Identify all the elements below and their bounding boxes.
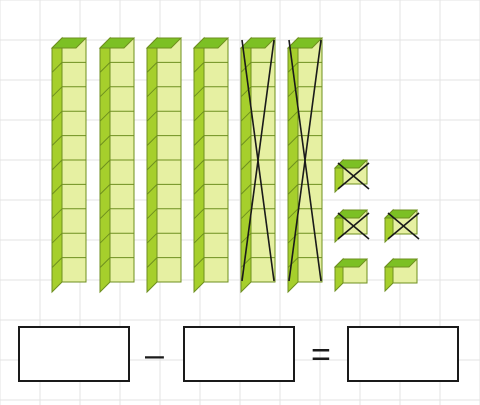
tens-rod-6 [288, 38, 322, 292]
tens-rod-4 [194, 38, 228, 292]
tens-rod-1 [52, 38, 86, 292]
tens-rod-5 [241, 38, 275, 292]
answer-box-minuend[interactable] [18, 326, 130, 382]
ones-cube-2 [335, 210, 369, 242]
tens-rods-group [52, 38, 322, 292]
answer-box-subtrahend[interactable] [183, 326, 295, 382]
ones-cube-4 [335, 259, 367, 291]
tens-rod-3 [147, 38, 181, 292]
equals-sign: = [311, 338, 331, 372]
ones-cube-1 [335, 160, 369, 192]
minus-sign: – [145, 338, 164, 372]
answer-box-difference[interactable] [347, 326, 459, 382]
ones-cube-3 [385, 210, 419, 242]
ones-cube-5 [385, 259, 417, 291]
ones-cubes-group [335, 160, 419, 291]
tens-rod-2 [100, 38, 134, 292]
